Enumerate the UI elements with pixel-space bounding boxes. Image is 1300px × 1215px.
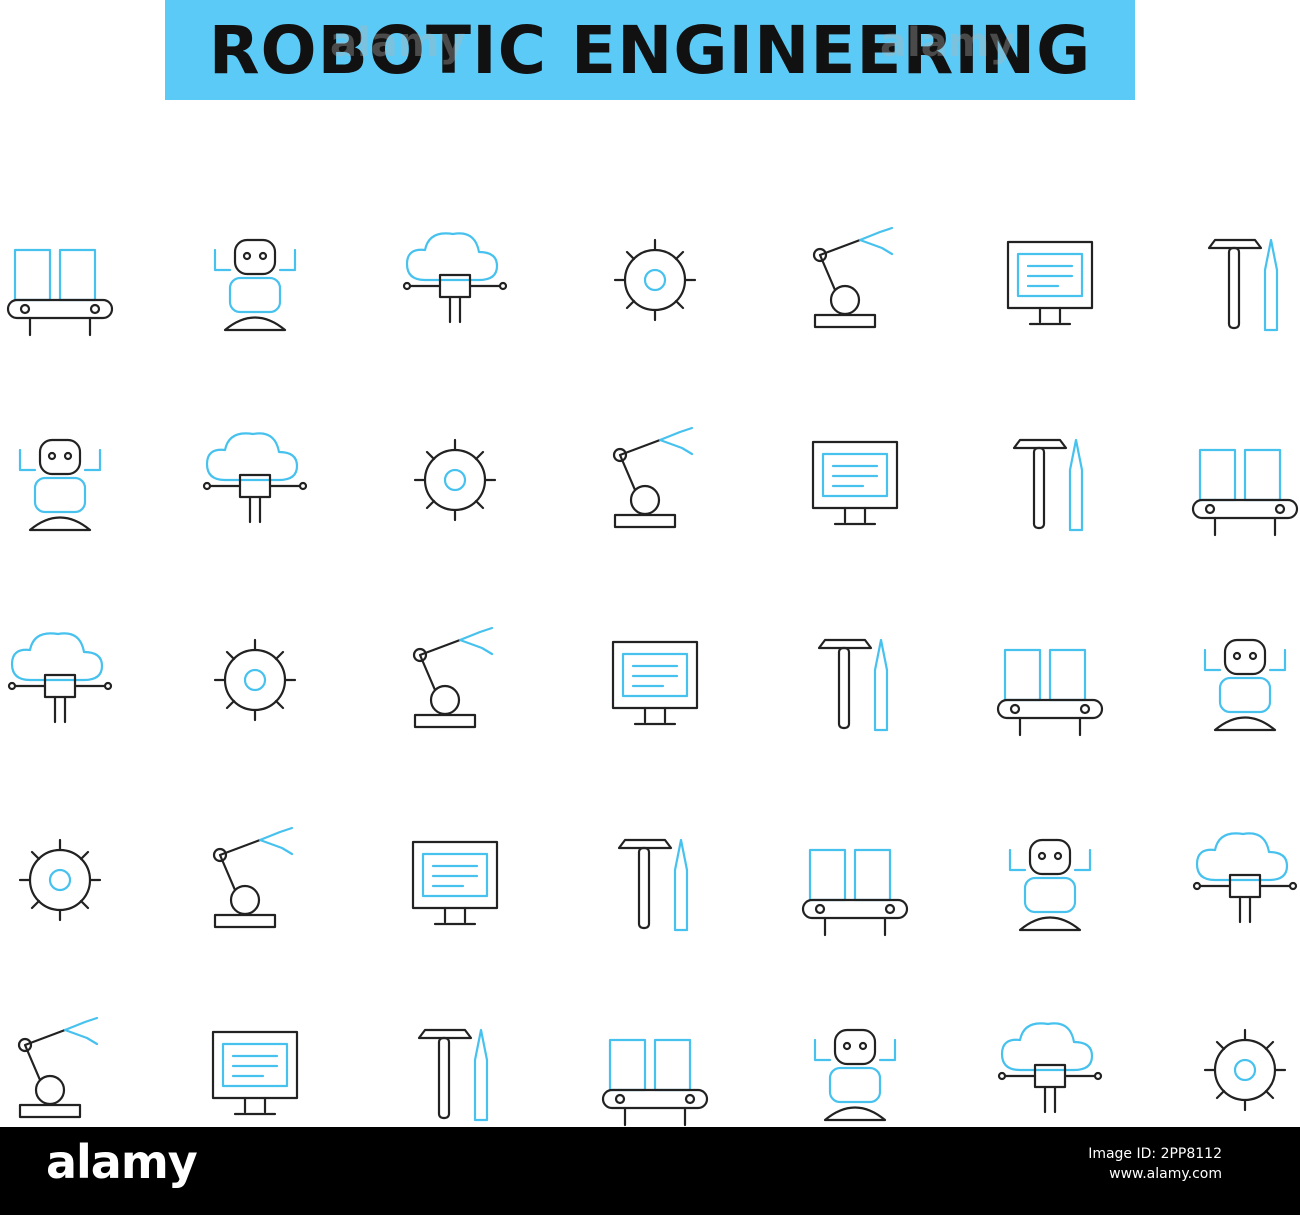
cyborg-face-icon xyxy=(990,620,1110,740)
shovel-pickaxe-icon xyxy=(195,420,315,540)
conveyor-belt-icon xyxy=(0,220,120,340)
phone-gear-icon xyxy=(990,420,1110,540)
hammer-screwdriver-icon xyxy=(1185,420,1300,540)
watermark: alamy xyxy=(330,20,466,66)
robot-remote-icon xyxy=(595,420,715,540)
title-banner: ROBOTIC ENGINEERING xyxy=(165,0,1135,100)
smart-speaker-icon xyxy=(395,1010,515,1130)
toolbox-icon xyxy=(195,620,315,740)
smart-car-icon xyxy=(795,820,915,940)
robot-arm-cart-icon xyxy=(990,1010,1110,1130)
watermark: alamy xyxy=(880,20,1016,66)
page-title: ROBOTIC ENGINEERING xyxy=(208,11,1092,89)
cloud-network-icon xyxy=(395,220,515,340)
code-window-icon xyxy=(1185,820,1300,940)
brain-icon xyxy=(595,820,715,940)
vr-user-icon xyxy=(595,1010,715,1130)
footer-bar: alamy Image ID: 2PP8112 www.alamy.com xyxy=(0,1127,1300,1215)
chip-gear-icon xyxy=(0,820,120,940)
robot-head-icon xyxy=(0,1010,120,1130)
factory-crane-icon xyxy=(0,420,120,540)
cloud-idea-icon xyxy=(195,1010,315,1130)
image-id: Image ID: 2PP8112 xyxy=(1088,1146,1222,1162)
dump-truck-icon xyxy=(395,820,515,940)
camera-device-icon xyxy=(795,1010,915,1130)
alamy-logo[interactable]: alamy xyxy=(46,1135,198,1189)
blueprint-gear-icon xyxy=(795,420,915,540)
robotic-arm-icon xyxy=(795,220,915,340)
laptop-code-icon xyxy=(1185,620,1300,740)
remote-control-icon xyxy=(395,620,515,740)
robot-arm-base-icon xyxy=(0,620,120,740)
drone-quadcopter-icon xyxy=(595,220,715,340)
tape-measure-icon xyxy=(1185,1010,1300,1130)
brick-wall-icon xyxy=(795,620,915,740)
engineer-worker-icon xyxy=(195,820,315,940)
gear-chain-icon xyxy=(595,620,715,740)
site-url[interactable]: www.alamy.com xyxy=(1109,1166,1222,1182)
robot-arms-icon xyxy=(195,220,315,340)
icon-grid xyxy=(0,200,1300,1130)
camera-drone-icon xyxy=(990,220,1110,340)
footer-info: Image ID: 2PP8112 www.alamy.com xyxy=(1088,1145,1222,1185)
engineer-blueprint-icon xyxy=(395,420,515,540)
finance-document-icon xyxy=(990,820,1110,940)
warning-barrier-icon xyxy=(1185,220,1300,340)
